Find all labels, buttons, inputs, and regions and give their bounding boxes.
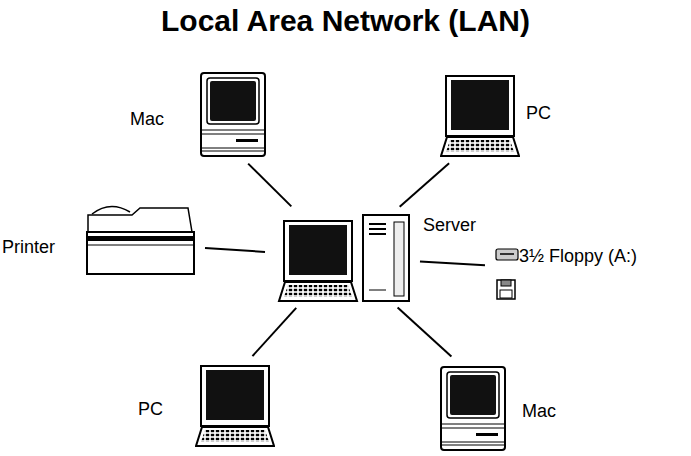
- mac-computer: Mac: [128, 70, 268, 158]
- pc-computer: PC: [438, 72, 570, 158]
- device-label: Mac: [130, 108, 164, 130]
- device-label: PC: [138, 398, 163, 420]
- pc-computer: PC: [138, 362, 278, 448]
- device-label: 3½ Floppy (A:): [519, 245, 637, 267]
- device-label: Server: [423, 214, 476, 236]
- network-link: [420, 261, 485, 265]
- device-label: PC: [526, 102, 551, 124]
- network-link: [400, 163, 449, 206]
- server: Server: [273, 212, 412, 302]
- mac-computer: Mac: [438, 362, 575, 452]
- floppy-drive: 3½ Floppy (A:): [493, 240, 683, 302]
- diagram-title: Local Area Network (LAN): [0, 4, 691, 38]
- network-link: [252, 308, 296, 356]
- network-link: [205, 248, 265, 252]
- printer: Printer: [2, 204, 197, 278]
- network-link: [398, 307, 452, 356]
- device-label: Mac: [522, 400, 556, 422]
- device-label: Printer: [2, 236, 55, 258]
- network-link: [248, 164, 291, 207]
